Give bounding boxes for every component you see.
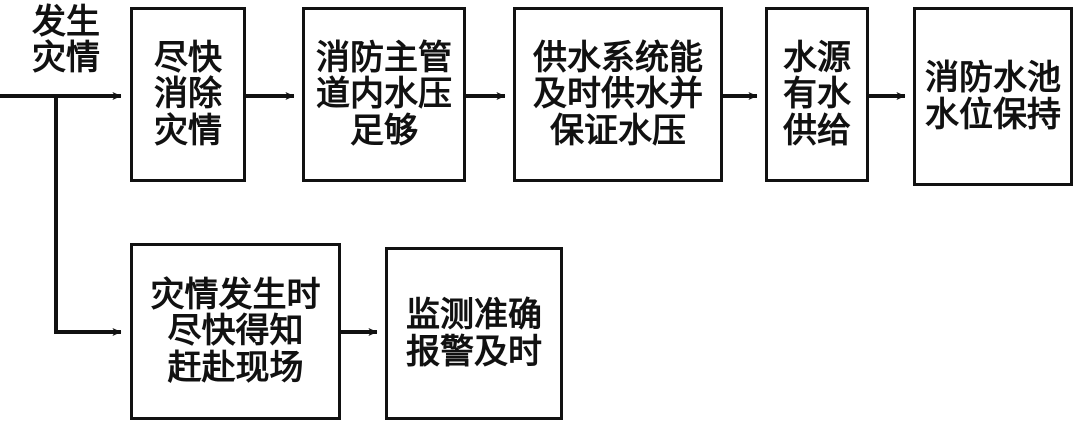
node-label-n2: 消防主管 道内水压 足够 [316, 38, 452, 151]
node-box-n1[interactable]: 尽快 消除 灾情 [130, 7, 246, 182]
node-box-n5[interactable]: 消防水池 水位保持 [913, 7, 1073, 186]
node-label-n1: 尽快 消除 灾情 [154, 38, 222, 151]
node-box-b2[interactable]: 监测准确 报警及时 [385, 247, 563, 420]
node-box-n3[interactable]: 供水系统能 及时供水并 保证水压 [513, 7, 723, 182]
node-box-b1[interactable]: 灾情发生时 尽快得知 赶赴现场 [130, 243, 341, 420]
node-label-b2: 监测准确 报警及时 [406, 295, 542, 372]
node-box-n2[interactable]: 消防主管 道内水压 足够 [302, 7, 466, 182]
node-box-n4[interactable]: 水源 有水 供给 [765, 7, 869, 182]
node-label-n3: 供水系统能 及时供水并 保证水压 [533, 38, 703, 151]
node-label-n4: 水源 有水 供给 [783, 38, 851, 151]
start-label-disaster-occurs: 发生 灾情 [32, 2, 100, 79]
connector-start-to-b1 [54, 96, 122, 336]
node-label-b1: 灾情发生时 尽快得知 赶赴现场 [150, 275, 321, 388]
node-label-n5: 消防水池 水位保持 [925, 58, 1061, 135]
